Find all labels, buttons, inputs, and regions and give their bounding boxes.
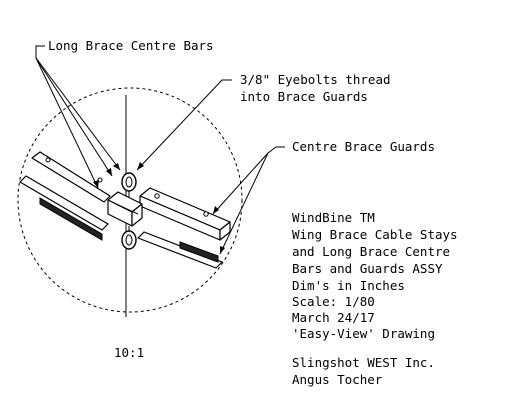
title-line: Scale: 1/80 — [292, 294, 375, 309]
eyebolt-top — [121, 172, 137, 198]
centre-brace-guard-right — [139, 187, 231, 241]
callout-long-brace-centre-bars: Long Brace Centre Bars — [48, 38, 214, 53]
title-line: Bars and Guards ASSY — [292, 261, 443, 276]
centre-block — [107, 191, 143, 227]
author-name: Angus Tocher — [292, 372, 383, 387]
title-line: March 24/17 — [292, 310, 375, 325]
title-line: Dim's in Inches — [292, 278, 405, 293]
title-block: WindBine TM Wing Brace Cable Stays and L… — [292, 210, 458, 387]
leader-long-brace-centre-bars — [35, 45, 121, 189]
title-line: Wing Brace Cable Stays — [292, 227, 458, 242]
title-line: WindBine TM — [292, 210, 375, 225]
long-brace-centre-bar-right — [137, 231, 223, 269]
callout-eyebolts-line2: into Brace Guards — [240, 89, 368, 104]
title-line: 'Easy-View' Drawing — [292, 326, 435, 341]
title-line: and Long Brace Centre — [292, 244, 450, 259]
detail-view-circle — [17, 87, 243, 313]
callout-eyebolts-line1: 3/8" Eyebolts thread — [240, 72, 391, 87]
company-name: Slingshot WEST Inc. — [292, 355, 435, 370]
long-brace-centre-bar-left — [19, 151, 111, 241]
eyebolt-bottom — [121, 226, 137, 250]
leader-centre-brace-guards — [212, 146, 285, 255]
callout-centre-brace-guards: Centre Brace Guards — [292, 139, 435, 154]
leader-eyebolts — [136, 79, 232, 171]
detail-scale-label: 10:1 — [114, 345, 144, 360]
